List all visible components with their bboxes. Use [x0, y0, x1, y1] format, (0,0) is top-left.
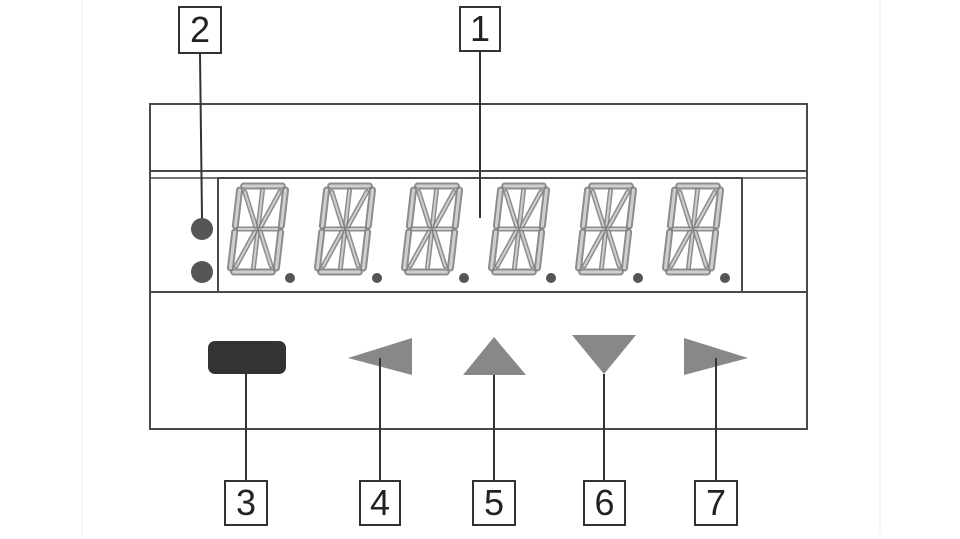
digit-segment-highlight [243, 191, 257, 227]
digit-6 [661, 182, 730, 283]
digit-5 [574, 182, 643, 283]
digit-segment-highlight [320, 188, 329, 228]
digit-segment-highlight [670, 231, 691, 267]
digit-segment-highlight [504, 191, 518, 227]
digit-segment-highlight [605, 189, 612, 227]
digit-segment-highlight [417, 191, 431, 227]
digit-segment-highlight [339, 231, 346, 269]
digit-4 [487, 182, 556, 283]
callout-7: 7 [694, 480, 738, 526]
digit-segment-highlight [366, 188, 375, 228]
digit-segment-highlight [520, 231, 534, 267]
digit-segment-highlight [489, 230, 498, 270]
digit-segment-highlight [252, 231, 259, 269]
decimal-point [720, 273, 730, 283]
decimal-point [285, 273, 295, 283]
digit-segment-highlight [496, 231, 517, 267]
digit-segment-highlight [434, 191, 455, 227]
decimal-point [459, 273, 469, 283]
digit-segment-highlight [591, 191, 605, 227]
digit-2 [313, 182, 382, 283]
digit-segment-highlight [330, 191, 344, 227]
digit-segment-highlight [315, 230, 324, 270]
digit-segment-highlight [494, 188, 503, 228]
digit-segment-highlight [235, 231, 256, 267]
digit-segment-highlight [274, 230, 283, 270]
callout-2: 2 [178, 6, 222, 54]
digit-segment-highlight [426, 231, 433, 269]
digit-segment-highlight [279, 188, 288, 228]
up-arrow-key[interactable] [463, 337, 526, 375]
digit-segment-highlight [709, 230, 718, 270]
digit-segment-highlight [678, 191, 692, 227]
digit-segment-highlight [694, 231, 708, 267]
digit-segment-highlight [600, 231, 607, 269]
digit-segment-highlight [346, 231, 360, 267]
digit-segment-highlight [692, 189, 699, 227]
callout-5: 5 [472, 480, 516, 526]
leader-line-2 [199, 53, 203, 219]
left-arrow-key[interactable] [348, 338, 412, 375]
digit-segment-highlight [622, 230, 631, 270]
callout-4: 4 [359, 480, 401, 526]
decimal-point [633, 273, 643, 283]
callout-6: 6 [583, 480, 626, 526]
indicator-led-lower [191, 261, 213, 283]
digit-3 [400, 182, 469, 283]
set-key[interactable] [208, 341, 286, 374]
digit-segment-highlight [581, 188, 590, 228]
digit-segment-highlight [668, 188, 677, 228]
digit-segment-highlight [233, 188, 242, 228]
digit-segment-highlight [431, 189, 438, 227]
digit-segment-highlight [518, 189, 525, 227]
indicator-led-upper [191, 218, 213, 240]
digit-segment-highlight [361, 230, 370, 270]
digit-segment-highlight [409, 231, 430, 267]
digit-segment-highlight [540, 188, 549, 228]
digit-1 [226, 182, 295, 283]
decimal-point [546, 273, 556, 283]
right-arrow-key[interactable] [684, 338, 748, 375]
digit-segment-highlight [259, 231, 273, 267]
digit-segment-highlight [448, 230, 457, 270]
digit-segment-highlight [521, 191, 542, 227]
digit-segment-highlight [344, 189, 351, 227]
down-arrow-key[interactable] [572, 335, 636, 374]
callout-1: 1 [459, 6, 501, 52]
digit-segment-highlight [347, 191, 368, 227]
digit-segment-highlight [513, 231, 520, 269]
digit-segment-highlight [687, 231, 694, 269]
digit-segment-highlight [260, 191, 281, 227]
digit-segment-highlight [453, 188, 462, 228]
digit-segment-highlight [607, 231, 621, 267]
digit-segment-highlight [402, 230, 411, 270]
digit-segment-highlight [583, 231, 604, 267]
digit-segment-highlight [608, 191, 629, 227]
digit-segment-highlight [407, 188, 416, 228]
digit-segment-highlight [714, 188, 723, 228]
digit-segment-highlight [576, 230, 585, 270]
digit-segment-highlight [433, 231, 447, 267]
callout-3: 3 [224, 480, 268, 526]
decimal-point [372, 273, 382, 283]
digit-segment-highlight [695, 191, 716, 227]
display-window [217, 177, 743, 293]
digit-segment-highlight [535, 230, 544, 270]
digit-segment-highlight [322, 231, 343, 267]
alphanumeric-digits [226, 182, 730, 283]
digit-segment-highlight [257, 189, 264, 227]
digit-segment-highlight [627, 188, 636, 228]
digit-segment-highlight [663, 230, 672, 270]
digit-segment-highlight [228, 230, 237, 270]
